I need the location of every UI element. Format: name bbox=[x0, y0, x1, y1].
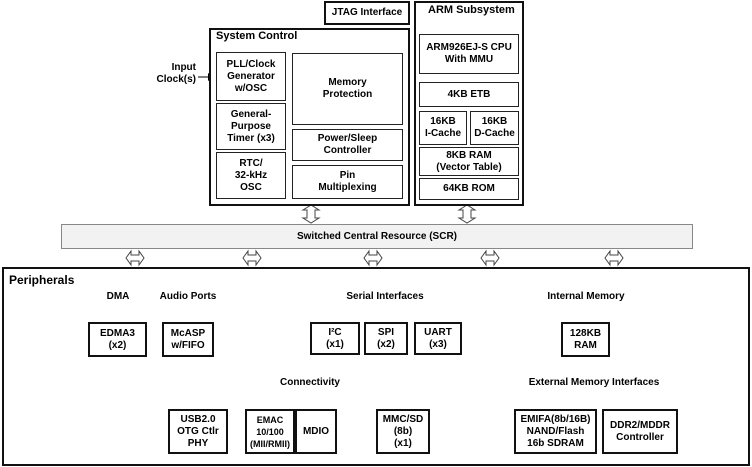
peripherals-title: Peripherals bbox=[9, 273, 75, 287]
emifa: EMIFA(8b/16B) NAND/Flash 16b SDRAM bbox=[514, 409, 597, 454]
mdio: MDIO bbox=[295, 409, 337, 454]
audio-ports-label: Audio Ports bbox=[159, 291, 217, 302]
uart: UART (x3) bbox=[414, 322, 462, 355]
input-clock-label: Input Clock(s) bbox=[156, 62, 196, 85]
scr-periph-arrow-5 bbox=[604, 250, 624, 266]
system-control-title: System Control bbox=[216, 30, 298, 42]
scr-periph-arrow-1 bbox=[125, 250, 145, 266]
etb: 4KB ETB bbox=[419, 82, 519, 107]
general-purpose-timer: General- Purpose Timer (x3) bbox=[216, 103, 286, 150]
internal-ram: 128KB RAM bbox=[561, 322, 610, 357]
internal-memory-label: Internal Memory bbox=[547, 291, 625, 302]
pll-clock-generator: PLL/Clock Generator w/OSC bbox=[216, 52, 286, 101]
scr-periph-arrow-3 bbox=[363, 250, 383, 266]
usb-otg: USB2.0 OTG Ctlr PHY bbox=[168, 409, 228, 454]
rtc-osc: RTC/ 32-kHz OSC bbox=[216, 152, 286, 199]
d-cache: 16KB D-Cache bbox=[470, 111, 519, 145]
emac: EMAC 10/100 (MII/RMII) bbox=[245, 409, 295, 454]
scr-arm-arrow bbox=[458, 204, 476, 224]
mcasp: McASP w/FIFO bbox=[162, 322, 214, 357]
arm-cpu: ARM926EJ-S CPU With MMU bbox=[419, 34, 519, 74]
external-memory-interfaces-label: External Memory Interfaces bbox=[528, 377, 660, 388]
scr-periph-arrow-2 bbox=[242, 250, 262, 266]
edma3: EDMA3 (x2) bbox=[88, 322, 147, 357]
switched-central-resource: Switched Central Resource (SCR) bbox=[61, 224, 693, 249]
memory-protection: Memory Protection bbox=[292, 53, 403, 125]
scr-sysctl-arrow bbox=[302, 204, 320, 224]
connectivity-label: Connectivity bbox=[279, 377, 340, 388]
mmc-sd: MMC/SD (8b) (x1) bbox=[376, 409, 430, 454]
ddr2-mddr-controller: DDR2/MDDR Controller bbox=[602, 409, 678, 454]
serial-interfaces-label: Serial Interfaces bbox=[346, 291, 424, 302]
power-sleep-controller: Power/Sleep Controller bbox=[292, 129, 403, 161]
i2c: I²C (x1) bbox=[310, 322, 360, 355]
spi: SPI (x2) bbox=[364, 322, 408, 355]
arm-subsystem-title: ARM Subsystem bbox=[428, 4, 515, 16]
dma-label: DMA bbox=[106, 291, 130, 302]
scr-periph-arrow-4 bbox=[480, 250, 500, 266]
rom: 64KB ROM bbox=[419, 178, 519, 200]
i-cache: 16KB I-Cache bbox=[419, 111, 467, 145]
ram-vector-table: 8KB RAM (Vector Table) bbox=[419, 147, 519, 176]
pin-multiplexing: Pin Multiplexing bbox=[292, 165, 403, 199]
jtag-interface: JTAG Interface bbox=[324, 1, 410, 25]
